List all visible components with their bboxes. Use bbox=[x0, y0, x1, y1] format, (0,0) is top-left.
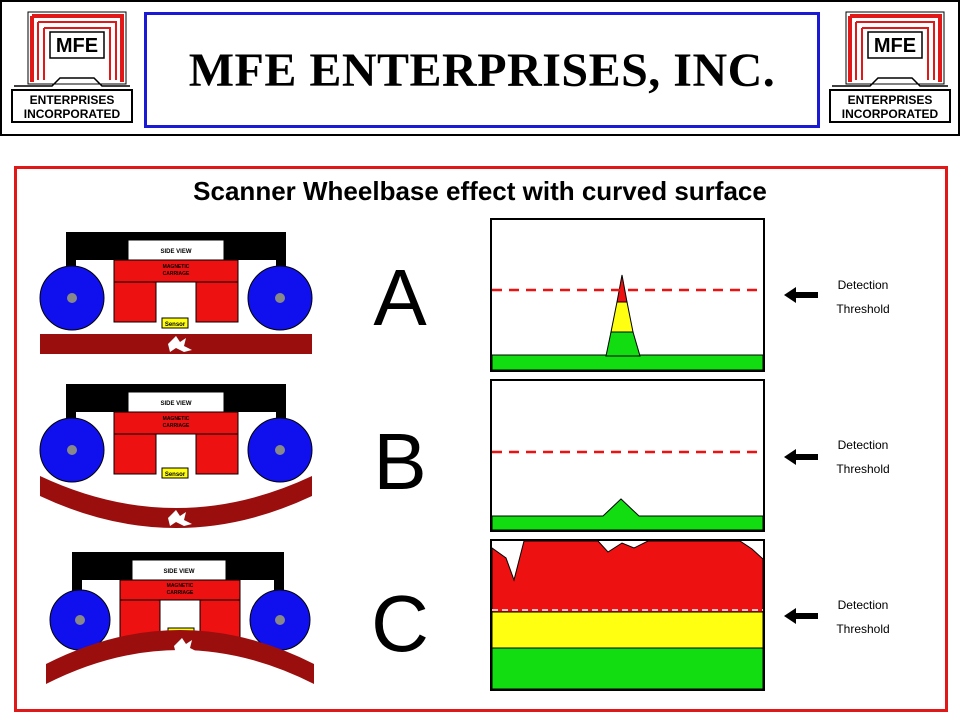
company-logo-right: MFE ENTERPRISES INCORPORATED bbox=[829, 11, 951, 123]
arrow-icon bbox=[784, 608, 818, 624]
logo-emblem bbox=[14, 11, 130, 87]
arrow-icon bbox=[784, 287, 818, 303]
detection-label: Detection bbox=[837, 278, 889, 292]
threshold-label: Threshold bbox=[836, 622, 890, 636]
threshold-label: Threshold bbox=[836, 302, 890, 316]
logo-emblem bbox=[832, 11, 948, 87]
sensor-label: Sensor bbox=[165, 472, 186, 478]
carriage-a: SIDE VIEW MAGNETIC CARRIAGE Sensor bbox=[39, 232, 313, 354]
magnetic-label: MAGNETIC bbox=[163, 416, 190, 422]
company-logo-left: MFE ENTERPRISES INCORPORATED bbox=[11, 11, 133, 123]
row-letter-a: A bbox=[373, 253, 427, 342]
carriage-label: CARRIAGE bbox=[163, 423, 190, 429]
diagram-title: Scanner Wheelbase effect with curved sur… bbox=[193, 176, 767, 206]
side-view-label: SIDE VIEW bbox=[160, 249, 191, 255]
row-letter-c: C bbox=[371, 579, 429, 668]
detection-threshold-label-a: Detection Threshold bbox=[818, 273, 908, 321]
logo-line2: INCORPORATED bbox=[842, 107, 939, 121]
company-name: MFE ENTERPRISES, INC. bbox=[188, 43, 776, 97]
magnetic-label: MAGNETIC bbox=[163, 264, 190, 270]
detection-label: Detection bbox=[837, 438, 889, 452]
carriage-b: SIDE VIEW MAGNETIC CARRIAGE Sensor bbox=[39, 384, 313, 528]
logo-line2: INCORPORATED bbox=[24, 107, 121, 121]
signal-graph-a bbox=[490, 218, 765, 372]
detection-threshold-label-c: Detection Threshold bbox=[818, 593, 908, 641]
detection-label: Detection bbox=[837, 598, 889, 612]
row-letter-b: B bbox=[373, 417, 427, 506]
threshold-label: Threshold bbox=[836, 462, 890, 476]
side-view-label: SIDE VIEW bbox=[160, 401, 191, 407]
logo-badge-text: MFE bbox=[56, 35, 98, 57]
detection-threshold-label-b: Detection Threshold bbox=[818, 433, 908, 481]
carriage-label: CARRIAGE bbox=[163, 271, 190, 277]
logo-line1: ENTERPRISES bbox=[848, 93, 933, 107]
side-view-label: SIDE VIEW bbox=[163, 569, 194, 575]
logo-line1: ENTERPRISES bbox=[30, 93, 115, 107]
diagram-panel bbox=[14, 166, 948, 712]
logo-badge-text: MFE bbox=[874, 35, 916, 57]
header-frame bbox=[0, 0, 960, 136]
signal-graph-c bbox=[490, 539, 765, 691]
carriage-c: SIDE VIEW MAGNETIC CARRIAGE Sensor bbox=[46, 552, 314, 684]
signal-graph-b bbox=[490, 379, 765, 532]
sensor-label: Sensor bbox=[165, 322, 186, 328]
magnetic-label: MAGNETIC bbox=[167, 583, 194, 589]
company-title-box: MFE ENTERPRISES, INC. bbox=[144, 12, 820, 128]
carriage-label: CARRIAGE bbox=[167, 590, 194, 596]
arrow-icon bbox=[784, 449, 818, 465]
